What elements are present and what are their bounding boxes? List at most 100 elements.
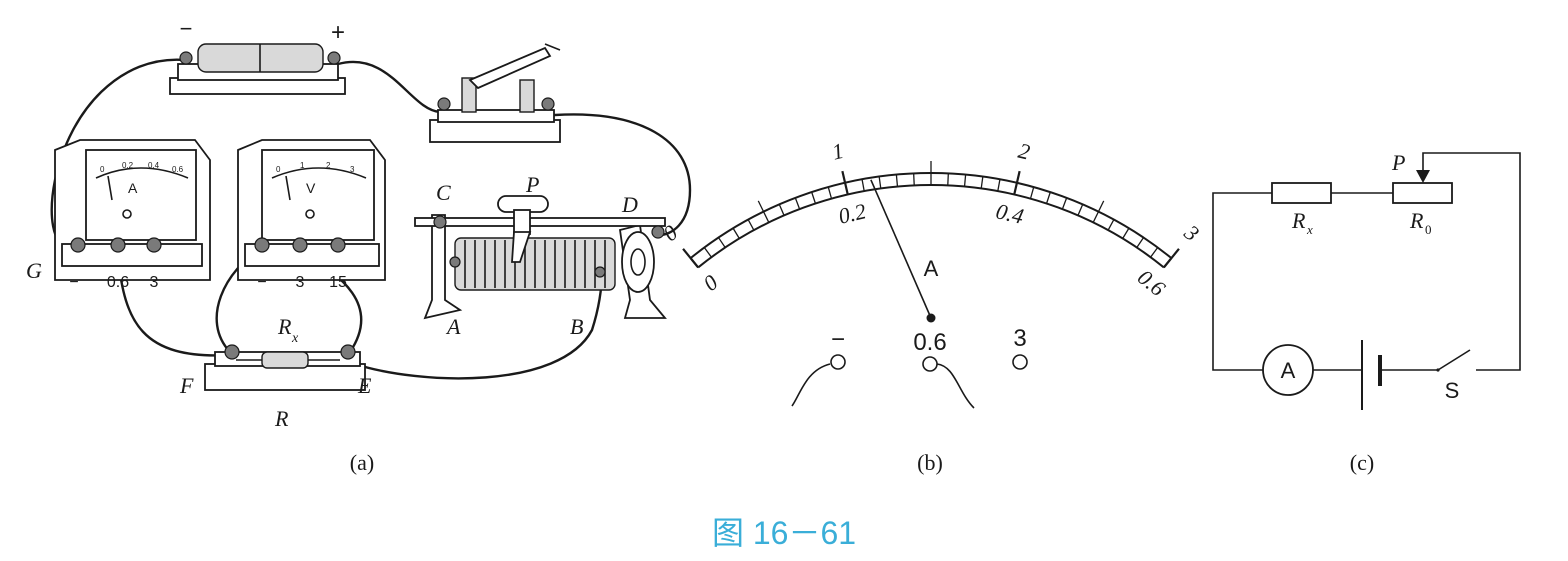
dial-tick <box>1162 248 1180 269</box>
panel-a: − + 0 0.2 0.4 0.6 A <box>26 16 692 475</box>
dial-tick <box>1122 227 1130 239</box>
dial-symbol: A <box>924 256 939 281</box>
ammeter-device: 0 0.2 0.4 0.6 A − 0.6 3 <box>54 139 211 291</box>
dial-tick <box>841 170 849 195</box>
label-c: C <box>436 180 451 205</box>
ammeter-symbol: A <box>128 180 138 196</box>
ammeter-scale-0: 0 <box>100 165 105 174</box>
battery-minus-terminal[interactable] <box>179 51 193 65</box>
ammeter-symbol-c-label: A <box>1281 358 1296 383</box>
voltmeter-terminal-15[interactable] <box>330 237 346 253</box>
terminal-06[interactable]: 0.6 <box>913 329 975 409</box>
panel-a-label: (a) <box>350 450 374 475</box>
dial-tick <box>895 174 899 187</box>
wire-e-to-rheostat-b <box>353 268 604 380</box>
rx-label-sub: x <box>291 331 299 346</box>
label-p: P <box>525 172 539 197</box>
wire-to-minus <box>791 363 831 407</box>
terminal-c[interactable] <box>433 215 447 229</box>
dial-tick <box>811 191 817 204</box>
ammeter-scale-04: 0.4 <box>148 161 160 170</box>
dial-inner-label: 0.6 <box>1133 264 1170 301</box>
circuit-wire-left <box>1212 192 1272 371</box>
voltmeter-scale-3: 3 <box>350 165 355 174</box>
voltmeter-terminal-3[interactable] <box>292 237 308 253</box>
voltmeter-device: 0 1 2 3 V − 3 15 <box>237 139 386 291</box>
voltmeter-terminal-minus[interactable] <box>254 237 270 253</box>
label-b: B <box>570 314 583 339</box>
switch-s-symbol[interactable]: S <box>1436 349 1471 403</box>
terminal-e[interactable] <box>340 344 356 360</box>
terminal-minus-post[interactable] <box>830 354 846 370</box>
wire-switch-to-rheostat-d <box>553 113 692 237</box>
rx-label-main: R <box>277 314 292 339</box>
terminal-minus[interactable]: − <box>791 326 846 407</box>
dial-tick <box>827 186 833 199</box>
dial-tick <box>778 204 785 216</box>
dial-tick <box>717 237 726 248</box>
dial-outer-label: 3 <box>1179 219 1204 246</box>
slider-arrow-icon <box>1416 170 1430 183</box>
dial-outer-label: 1 <box>830 138 846 165</box>
dial-tick <box>1061 197 1068 210</box>
needle-pivot <box>926 313 936 323</box>
resistor-rx: R x R <box>204 314 366 431</box>
dial-outer-label: 2 <box>1016 138 1032 165</box>
dial-tick <box>1150 247 1159 258</box>
rheostat <box>414 195 667 320</box>
ammeter-terminal-06[interactable] <box>110 237 126 253</box>
panel-c: R x R 0 P A S (c) <box>1212 150 1521 475</box>
dial-tick <box>947 173 949 186</box>
switch-s-label: S <box>1445 378 1460 403</box>
terminal-d[interactable] <box>651 225 665 239</box>
terminal-minus-label: − <box>831 326 845 353</box>
terminal-06-post[interactable] <box>922 356 938 372</box>
battery-plus-terminal[interactable] <box>327 51 341 65</box>
circuit-wire-right <box>1422 152 1521 371</box>
ammeter-symbol-c: A <box>1262 344 1314 396</box>
rheostat-r0-symbol: R 0 <box>1392 182 1453 237</box>
panel-b-label: (b) <box>917 450 943 475</box>
resistor-rx-symbol: R x <box>1271 182 1332 237</box>
dial-tick <box>757 200 770 223</box>
knife-switch[interactable] <box>429 43 561 143</box>
voltmeter-scale-2: 2 <box>326 161 331 170</box>
dial-tick <box>1029 186 1035 199</box>
terminal-b[interactable] <box>594 266 606 278</box>
rheostat-slider[interactable] <box>497 195 549 263</box>
dial-tick <box>732 227 740 239</box>
terminal-06-label: 0.6 <box>913 329 946 356</box>
ammeter-scale-06: 0.6 <box>172 165 184 174</box>
slider-p-arrow[interactable]: P <box>1391 150 1430 183</box>
label-d: D <box>621 192 638 217</box>
base-r-label: R <box>274 406 289 431</box>
terminal-a[interactable] <box>449 256 461 268</box>
rx-symbol-sub: x <box>1306 222 1313 237</box>
ammeter-terminal-minus[interactable] <box>70 237 86 253</box>
dial-tick <box>703 247 712 258</box>
terminal-f[interactable] <box>224 344 240 360</box>
dial-tick <box>1136 237 1145 248</box>
terminal-3[interactable]: 3 <box>1012 325 1028 370</box>
ammeter-terminal-3[interactable] <box>146 237 162 253</box>
switch-terminal-right[interactable] <box>541 97 555 111</box>
label-g: G <box>26 258 42 283</box>
dial-tick <box>1013 170 1021 195</box>
dial-inner-label: 0.2 <box>836 198 868 229</box>
dial-tick <box>1107 219 1115 231</box>
voltmeter-scale-0: 0 <box>276 165 281 174</box>
battery-minus-label: − <box>180 16 193 41</box>
ammeter-label-06: 0.6 <box>107 274 129 291</box>
wire-battery-to-switch <box>336 60 442 114</box>
switch-terminal-left[interactable] <box>437 97 451 111</box>
dial-tick <box>747 219 755 231</box>
dial-tick <box>1092 200 1105 223</box>
slider-p-label: P <box>1391 150 1405 175</box>
ammeter-scale-02: 0.2 <box>122 161 134 170</box>
voltmeter-scale-1: 1 <box>300 161 305 170</box>
ammeter-label-minus: − <box>69 274 78 291</box>
terminal-3-post[interactable] <box>1012 354 1028 370</box>
